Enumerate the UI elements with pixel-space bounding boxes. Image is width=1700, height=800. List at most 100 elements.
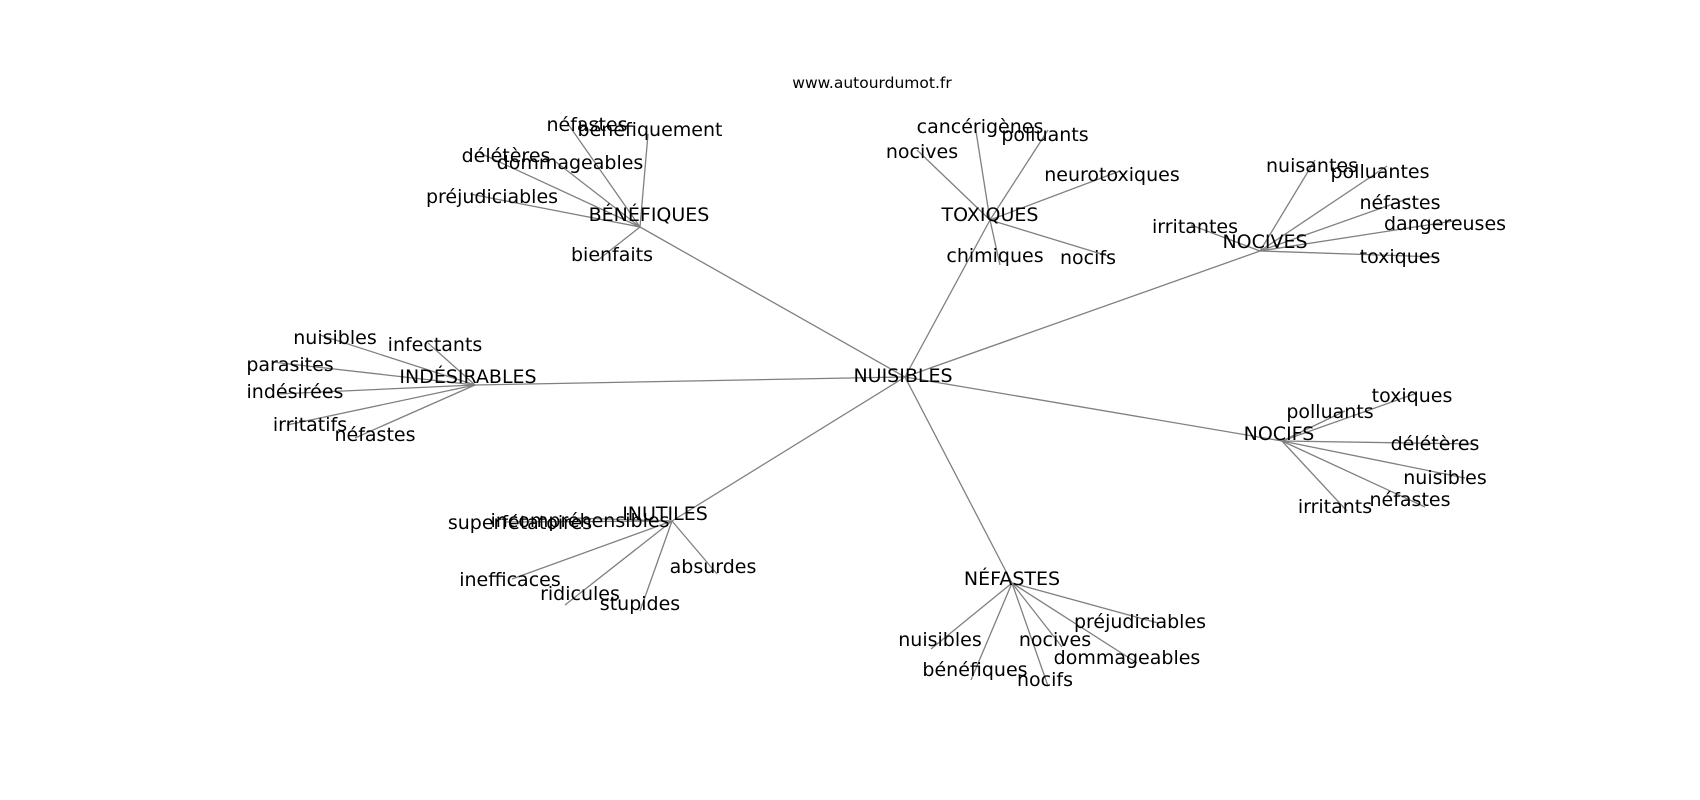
word-label-benefiques: dommageables: [497, 152, 644, 174]
edge-inutiles-word: [564, 520, 673, 606]
edge-nefastes-word: [1011, 582, 1063, 648]
word-label-benefiques: délétères: [462, 145, 551, 167]
word-label-benefiques: néfastes: [546, 114, 627, 136]
hub-label-nocives: NOCIVES: [1222, 231, 1307, 253]
edge-nocifs-word: [1281, 440, 1476, 445]
word-label-inutiles: stupides: [600, 593, 680, 615]
edge-indesirables-word: [286, 384, 476, 426]
word-label-nocives: nuisantes: [1266, 155, 1358, 177]
edge-nocifs-word: [1281, 440, 1466, 479]
word-label-nocifs: néfastes: [1369, 489, 1450, 511]
edge-center-to-inutiles: [671, 376, 906, 522]
edge-nocives-word: [1259, 165, 1388, 252]
word-label-nefastes: nocifs: [1017, 669, 1073, 691]
edge-nefastes-word: [1011, 582, 1159, 624]
center-node-label: NUISIBLES: [853, 365, 952, 387]
hub-label-indesirables: INDÉSIRABLES: [399, 365, 536, 388]
word-label-inutiles: absurdes: [670, 556, 757, 578]
word-label-nocifs: délétères: [1391, 433, 1480, 455]
edge-toxiques-word: [974, 124, 991, 221]
word-label-nefastes: bénéfiques: [922, 659, 1027, 681]
word-label-toxiques: polluants: [1001, 124, 1088, 146]
edge-benefiques-word: [479, 152, 641, 228]
word-label-nocifs: nuisibles: [1403, 467, 1486, 489]
word-label-indesirables: néfastes: [334, 424, 415, 446]
word-label-nocifs: polluants: [1286, 401, 1373, 423]
edge-toxiques-word: [989, 219, 1109, 257]
word-label-indesirables: infectants: [388, 334, 483, 356]
edge-center-to-benefiques: [639, 226, 906, 378]
source-url: www.autourdumot.fr: [792, 74, 952, 92]
word-label-nocifs: toxiques: [1372, 385, 1453, 407]
word-label-inutiles: ridicules: [540, 583, 620, 605]
edge-toxiques-word: [989, 170, 1121, 221]
hub-label-nocifs: NOCIFS: [1244, 423, 1315, 445]
word-label-nocives: néfastes: [1359, 192, 1440, 214]
edge-indesirables-word: [354, 384, 476, 439]
edge-inutiles-word: [511, 520, 673, 580]
hub-label-benefiques: BÉNÉFIQUES: [589, 203, 710, 226]
edge-nefastes-word: [930, 582, 1013, 650]
word-label-toxiques: neurotoxiques: [1044, 164, 1180, 186]
word-label-nocives: dangereuses: [1384, 213, 1506, 235]
edge-inutiles-word: [504, 520, 673, 523]
word-label-nocives: polluantes: [1330, 161, 1429, 183]
word-label-nocifs: irritants: [1298, 496, 1372, 518]
edge-indesirables-word: [271, 361, 476, 386]
edge-nefastes-word: [970, 582, 1013, 681]
edge-nocives-word: [1259, 159, 1316, 252]
word-label-nefastes: nocives: [1019, 629, 1091, 651]
word-label-nefastes: nuisibles: [898, 629, 981, 651]
word-label-toxiques: chimiques: [946, 245, 1043, 267]
edge-toxiques-word: [916, 149, 991, 221]
word-label-toxiques: nocifs: [1060, 247, 1116, 269]
edge-benefiques-word: [639, 133, 649, 228]
word-label-benefiques: bienfaits: [571, 244, 653, 266]
graph-edges: [271, 123, 1476, 687]
edge-nocives-word: [1190, 224, 1261, 252]
hub-label-nefastes: NÉFASTES: [964, 567, 1060, 590]
hub-label-toxiques: TOXIQUES: [941, 204, 1039, 226]
word-label-nefastes: préjudiciables: [1074, 611, 1206, 633]
word-label-indesirables: indésirées: [247, 381, 344, 403]
word-label-nocives: toxiques: [1360, 246, 1441, 268]
hub-label-inutiles: INUTILES: [622, 503, 708, 525]
edge-nocifs-word: [1281, 392, 1418, 442]
word-label-inutiles: incompréhensibles: [491, 510, 670, 532]
edge-toxiques-word: [989, 219, 1001, 266]
edge-center-to-indesirables: [474, 376, 906, 386]
edge-toxiques-word: [989, 129, 1049, 221]
edge-center-to-nefastes: [904, 376, 1013, 584]
word-label-nocives: irritantes: [1152, 216, 1238, 238]
edge-nefastes-word: [1011, 582, 1138, 664]
edge-inutiles-word: [671, 520, 718, 575]
edge-center-to-nocifs: [904, 376, 1283, 442]
graph-labels: www.autourdumot.fr NUISIBLES BÉNÉFIQUES n…: [246, 74, 1506, 691]
edge-benefiques-word: [469, 193, 641, 228]
edge-nocives-word: [1259, 219, 1461, 252]
word-label-nefastes: dommageables: [1054, 647, 1201, 669]
word-label-inutiles: inefficaces: [459, 569, 561, 591]
edge-nocives-word: [1259, 250, 1439, 258]
word-label-inutiles: superfétatoires: [448, 512, 592, 534]
edge-center-to-nocives: [904, 250, 1261, 378]
edge-nocives-word: [1259, 197, 1411, 252]
word-label-indesirables: parasites: [246, 354, 333, 376]
word-label-indesirables: irritatifs: [273, 414, 347, 436]
word-label-benefiques: bénéfiquement: [578, 119, 723, 141]
edge-nefastes-word: [1011, 582, 1049, 687]
edge-indesirables-word: [319, 334, 476, 386]
edge-indesirables-word: [276, 384, 476, 395]
edge-nocifs-word: [1281, 440, 1348, 512]
edge-indesirables-word: [427, 342, 476, 386]
edge-benefiques-word: [567, 123, 641, 228]
word-label-indesirables: nuisibles: [293, 327, 376, 349]
word-label-toxiques: cancérigènes: [917, 116, 1044, 138]
word-label-benefiques: préjudiciables: [426, 186, 558, 208]
edge-nocifs-word: [1281, 440, 1426, 508]
edge-center-to-toxiques: [904, 219, 991, 378]
edge-benefiques-word: [555, 161, 641, 228]
edge-nocifs-word: [1281, 410, 1346, 442]
edge-benefiques-word: [597, 226, 641, 261]
